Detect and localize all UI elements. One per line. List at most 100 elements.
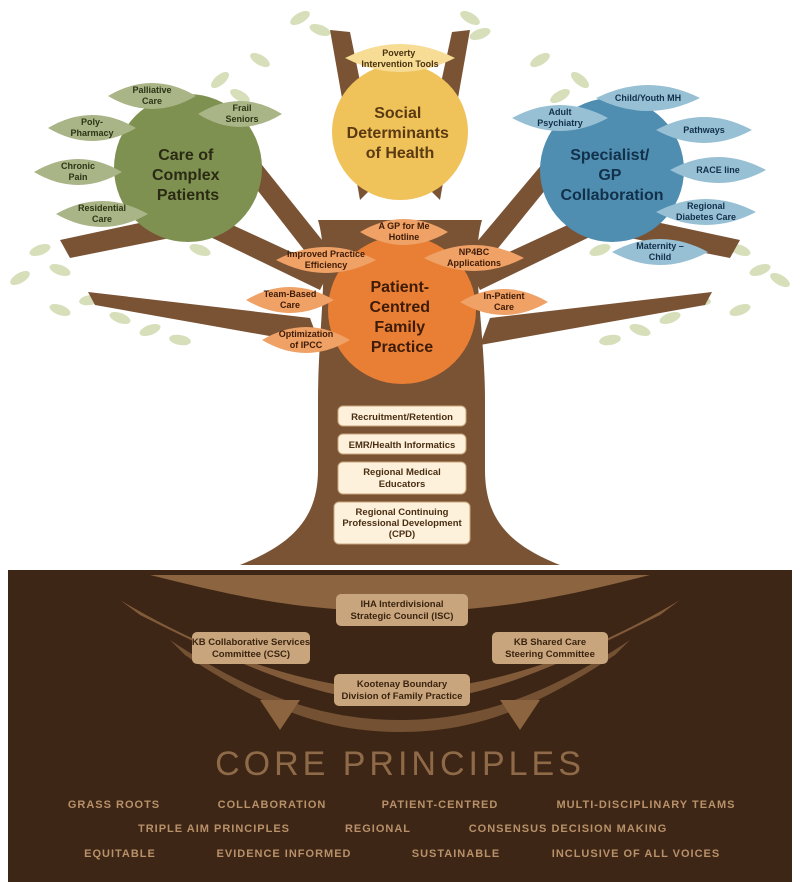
foliage-leaf — [250, 53, 270, 67]
foliage-leaf — [550, 89, 570, 103]
foliage-leaf — [629, 323, 651, 337]
foliage-leaf — [599, 334, 621, 346]
foliage-leaf — [290, 11, 310, 25]
svg-text:Poly-Pharmacy: Poly-Pharmacy — [70, 117, 113, 138]
poly-pharmacy-leaf: Poly-Pharmacy — [48, 115, 136, 141]
foliage-leaf — [189, 243, 211, 257]
background-foliage — [10, 11, 790, 346]
foliage-leaf — [570, 71, 590, 89]
care-of-complex-patients-node: Care of Complex Patients — [114, 94, 262, 242]
principle-collaboration: COLLABORATION — [218, 799, 327, 811]
foliage-leaf — [530, 53, 550, 67]
svg-text:Pathways: Pathways — [683, 125, 725, 135]
foliage-leaf — [309, 23, 331, 37]
care-of-complex-patients-title: Care of Complex Patients — [152, 147, 224, 204]
core-principles: CORE PRINCIPLES GRASS ROOTS COLLABORATIO… — [68, 745, 735, 860]
principle-multi-disciplinary-teams: MULTI-DISCIPLINARY TEAMS — [556, 799, 735, 811]
principle-regional: REGIONAL — [345, 823, 411, 835]
foliage-leaf — [460, 11, 480, 25]
poverty-intervention-tools-leaf: Poverty Intervention Tools — [345, 44, 455, 72]
principle-consensus: CONSENSUS DECISION MAKING — [469, 823, 668, 835]
specialist-gp-collaboration-title: Specialist/ GP Collaboration — [560, 147, 663, 204]
social-determinants-title: Social Determinants of Health — [347, 105, 454, 162]
svg-text:Child/Youth MH: Child/Youth MH — [615, 93, 681, 103]
principle-inclusive: INCLUSIVE OF ALL VOICES — [552, 848, 720, 860]
foliage-leaf — [469, 27, 491, 41]
race-line-leaf: RACE line — [670, 157, 766, 183]
specialist-gp-collaboration-node: Specialist/ GP Collaboration — [540, 98, 684, 242]
foliage-leaf — [139, 323, 161, 337]
foliage-leaf — [589, 243, 611, 257]
foliage-leaf — [49, 303, 71, 317]
foliage-leaf — [169, 334, 191, 346]
foliage-leaf — [49, 263, 71, 277]
principle-grass-roots: GRASS ROOTS — [68, 799, 160, 811]
foliage-leaf — [729, 303, 751, 317]
social-determinants-node: Social Determinants of Health — [332, 64, 468, 200]
foliage-leaf — [210, 71, 230, 89]
pathways-leaf: Pathways — [656, 117, 752, 143]
foliage-leaf — [659, 311, 681, 325]
patient-centred-family-practice-node: Patient- Centred Family Practice — [328, 236, 476, 384]
foliage-leaf — [749, 263, 771, 277]
svg-text:EMR/Health Informatics: EMR/Health Informatics — [349, 440, 456, 451]
foliage-leaf — [230, 89, 250, 103]
svg-text:Recruitment/Retention: Recruitment/Retention — [351, 412, 453, 423]
trunk-boxes: Recruitment/Retention EMR/Health Informa… — [333, 405, 471, 545]
emr-health-informatics-box: EMR/Health Informatics — [337, 433, 467, 455]
patient-centred-title: Patient- Centred Family Practice — [370, 279, 435, 356]
foliage-leaf — [770, 273, 790, 287]
foliage-leaf — [109, 311, 131, 325]
principle-equitable: EQUITABLE — [84, 848, 156, 860]
child-youth-mh-leaf: Child/Youth MH — [596, 85, 700, 111]
maternity-child-leaf: Maternity –Child — [612, 239, 708, 265]
foliage-leaf — [29, 243, 51, 257]
principle-patient-centred: PATIENT-CENTRED — [382, 799, 499, 811]
svg-text:Maternity –Child: Maternity –Child — [636, 241, 684, 262]
principle-evidence-informed: EVIDENCE INFORMED — [217, 848, 352, 860]
recruitment-retention-box: Recruitment/Retention — [337, 405, 467, 427]
principle-triple-aim: TRIPLE AIM PRINCIPLES — [138, 823, 290, 835]
svg-text:Poverty Intervention Too: Poverty Intervention Tools — [361, 48, 438, 69]
